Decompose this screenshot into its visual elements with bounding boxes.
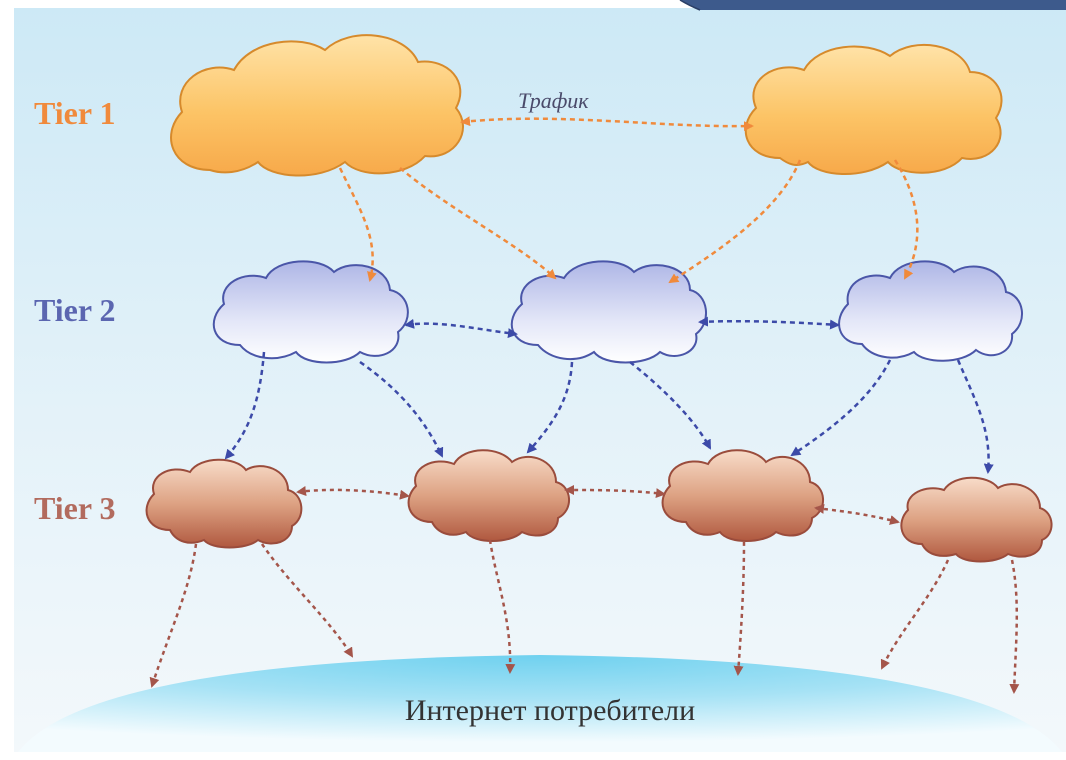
tier-3-cloud-4 (900, 476, 1053, 563)
tier-2-label: Tier 2 (34, 292, 115, 328)
tier-2-peering-arrows (404, 316, 840, 339)
tier-1-to-tier-2-arrows (338, 159, 919, 284)
tier-3-label: Tier 3 (34, 490, 115, 526)
earth-horizon (18, 655, 1062, 752)
arrow-t3d-to-consumers-2 (1009, 559, 1020, 694)
arrow-t2b-t2c (698, 316, 840, 330)
traffic-label: Трафик (518, 88, 589, 113)
tier-1-label: Tier 1 (34, 95, 115, 131)
tier-2-cloud-3 (838, 260, 1024, 362)
arrow-t3c-to-consumers (733, 541, 746, 676)
arrow-t3a-to-consumers-1 (149, 543, 198, 688)
arrow-t2a-to-t3b (359, 360, 444, 458)
arrow-t1a-to-t2b (399, 167, 557, 280)
arrow-t2c-to-t3d (956, 359, 994, 474)
arrow-t3b-t3c (564, 485, 666, 499)
tier-3-to-consumers-arrows (149, 539, 1020, 694)
tier-1-cloud-left (170, 34, 464, 177)
tier-3-peering-arrows (296, 485, 900, 525)
tier-3-cloud-2 (407, 449, 570, 542)
tier-2-to-tier-3-arrows (224, 351, 994, 474)
tier-1-peering-arrow (460, 116, 754, 132)
tier-3-cloud-1 (145, 458, 303, 549)
arrow-t2b-to-t3c (629, 361, 712, 450)
slide-corner-accent (679, 0, 1066, 11)
arrow-t2b-to-t3b (526, 361, 574, 454)
arrow-t3d-to-consumers-1 (880, 559, 950, 670)
arrow-t2a-to-t3a (224, 351, 266, 460)
tier-2-cloud-2 (510, 260, 708, 364)
arrow-t3c-t3d (814, 503, 900, 525)
internet-consumers-label: Интернет потребители (405, 694, 695, 727)
tier-1-cloud-right (744, 43, 1003, 175)
tier-3-cloud-3 (661, 449, 824, 542)
arrow-t1b-to-t2b (668, 159, 802, 284)
tier-2-cloud-1 (212, 260, 409, 364)
arrow-t1b-to-t2c (893, 159, 919, 280)
arrow-t2a-t2b (404, 318, 518, 339)
arrow-t3a-t3b (296, 486, 410, 500)
arrow-t3a-to-consumers-2 (260, 543, 354, 658)
